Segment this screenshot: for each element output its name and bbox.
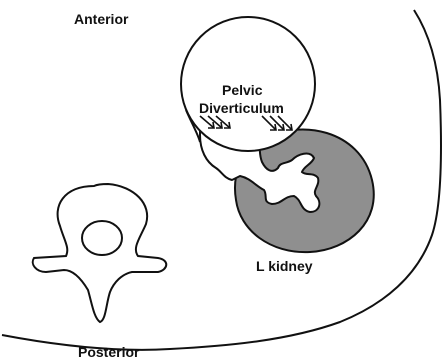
anterior-label: Anterior: [74, 11, 128, 27]
posterior-label: Posterior: [78, 344, 139, 360]
pelvic-label: Pelvic: [222, 82, 262, 98]
spinal-canal: [82, 221, 122, 255]
diverticulum-label: Diverticulum: [199, 100, 284, 116]
kidney-label: L kidney: [256, 258, 313, 274]
